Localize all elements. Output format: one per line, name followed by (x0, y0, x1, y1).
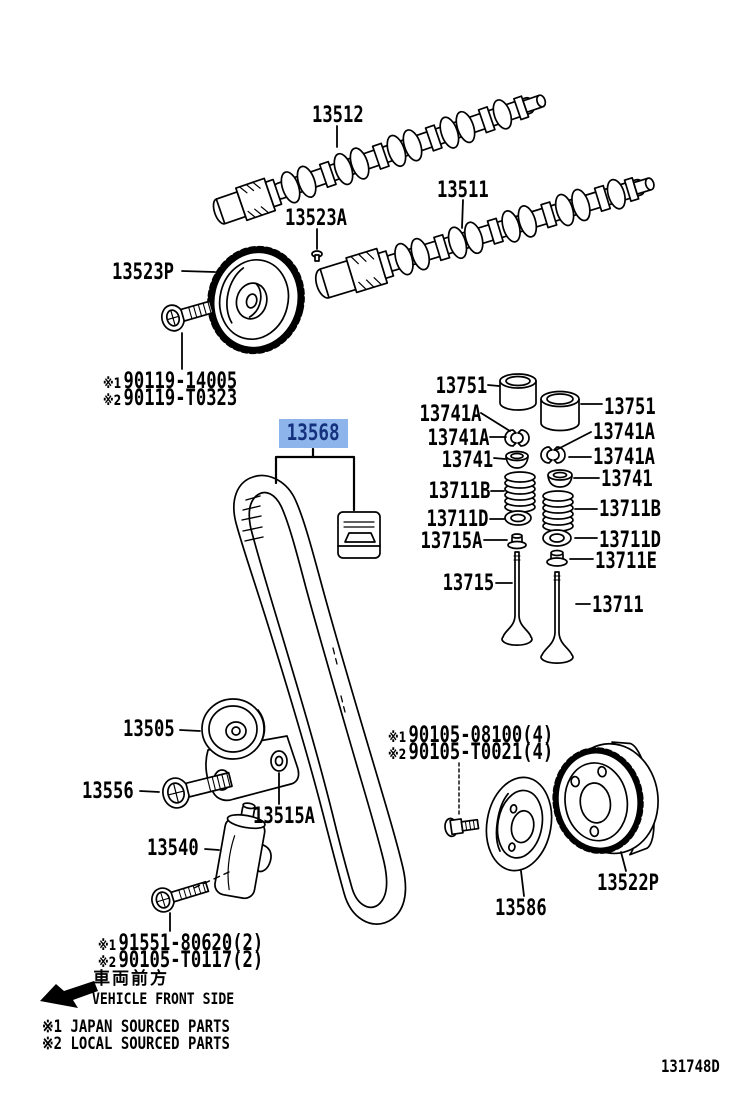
part-label-camshaft[interactable]: 13511 (437, 178, 489, 203)
vehicle-front-label-en: VEHICLE FRONT SIDE (92, 989, 235, 1008)
leader-lines (139, 125, 627, 932)
valve-lock-right-drawing[interactable] (540, 446, 566, 464)
leader-91551-dashed (193, 871, 230, 889)
valve-right-drawing[interactable] (540, 571, 574, 664)
valve-lifter-left-drawing[interactable] (499, 373, 537, 411)
part-label-retainer-right[interactable]: 13741 (601, 467, 653, 492)
vehicle-front-arrow (40, 981, 98, 1008)
source-mark: ※1 (103, 376, 122, 392)
valve-left-drawing[interactable] (501, 551, 533, 646)
source-mark: ※2 (98, 955, 117, 971)
crank-bolt-drawing[interactable] (444, 815, 480, 838)
vehicle-front-label-jp: 車両前方 (93, 969, 169, 989)
source-mark: ※1 (388, 730, 407, 746)
spring-seat-upper-right-drawing[interactable] (546, 549, 568, 567)
part-label-lifter-left[interactable]: 13751 (435, 374, 487, 399)
part-label-washer[interactable]: 13515A (253, 804, 315, 829)
crank-timing-pulley-drawing[interactable] (549, 737, 666, 864)
part-label-lifter-right[interactable]: 13751 (604, 395, 656, 420)
part-label-camshaft-no2[interactable]: 13512 (312, 103, 364, 128)
part-label-belt-highlighted[interactable]: 13568 (279, 419, 348, 448)
part-label-retainer-left[interactable]: 13741 (441, 448, 493, 473)
leader-13505 (179, 729, 201, 732)
part-label-seat-right[interactable]: 13711D (599, 528, 661, 553)
source-mark: ※2 (388, 747, 407, 763)
leader-13586 (520, 870, 525, 897)
timing-belt-drawing[interactable] (233, 474, 407, 925)
leader-13751-l (487, 384, 500, 387)
spring-seat-left-drawing[interactable] (504, 510, 532, 526)
valve-spring-right-drawing[interactable] (542, 490, 574, 532)
valve-lifter-right-drawing[interactable] (540, 390, 580, 432)
cam-pulley-bolt-drawing[interactable] (159, 294, 215, 333)
japan-sourced-note: ※1 JAPAN SOURCED PARTS (42, 1017, 230, 1037)
leader-13540 (204, 848, 220, 851)
idler-bolt-drawing[interactable] (160, 765, 234, 811)
part-label-tensioner[interactable]: 13540 (147, 836, 199, 861)
part-label-lock-left-2[interactable]: 13741A (427, 426, 489, 451)
washer-drawing[interactable] (270, 750, 288, 772)
cam-plug-drawing[interactable] (311, 250, 323, 262)
tensioner-bolt-drawing[interactable] (149, 875, 211, 915)
source-mark: ※2 (103, 393, 122, 409)
valve-lock-left-drawing[interactable] (504, 429, 530, 447)
leader-13522P (620, 851, 627, 872)
tensioner-drawing[interactable] (213, 800, 279, 902)
part-label-lock-left-1[interactable]: 13741A (419, 402, 481, 427)
part-label-crank-timing-pulley[interactable]: 13522P (597, 871, 659, 896)
source-mark: ※1 (98, 938, 117, 954)
stem-seal-left-drawing[interactable] (507, 533, 527, 550)
part-label-valve-right[interactable]: 13711 (592, 593, 644, 618)
part-label-seal-right[interactable]: 13711E (595, 549, 657, 574)
camshaft-no2-drawing[interactable] (209, 84, 550, 230)
part-label-seat-left[interactable]: 13711D (426, 507, 488, 532)
part-label-idler-bolt[interactable]: 13556 (82, 779, 134, 804)
leader-13568-bracket (274, 447, 356, 512)
part-label-plug[interactable]: 13523A (285, 206, 347, 231)
spring-retainer-right-drawing[interactable] (547, 469, 573, 488)
cam-timing-pulley-drawing[interactable] (200, 240, 312, 361)
leader-13511 (461, 199, 464, 229)
leader-13741A-r1 (555, 431, 592, 451)
camshaft-drawing[interactable] (312, 166, 659, 303)
part-label-spring-right[interactable]: 13711B (599, 497, 661, 522)
valve-spring-left-drawing[interactable] (504, 471, 536, 513)
leader-13556 (139, 790, 160, 793)
part-label-valve-left[interactable]: 13715 (442, 571, 494, 596)
spring-seat-right-drawing[interactable] (542, 529, 572, 547)
leader-13741-l (493, 457, 506, 460)
part-label-lock-right-1[interactable]: 13741A (593, 420, 655, 445)
part-label-lock-right-2[interactable]: 13741A (593, 445, 655, 470)
part-label-spring-left[interactable]: 13711B (428, 479, 490, 504)
spring-retainer-left-drawing[interactable] (505, 450, 529, 469)
leader-13741A-l1 (480, 412, 511, 432)
leader-13523P (181, 270, 216, 273)
part-label-idler[interactable]: 13505 (123, 717, 175, 742)
part-label-cam-pulley[interactable]: 13523P (112, 260, 174, 285)
belt-section-drawing[interactable] (337, 511, 381, 559)
crank-pulley-drawing[interactable] (479, 772, 558, 876)
part-label-crank-pulley[interactable]: 13586 (495, 896, 547, 921)
part-label-seal-left[interactable]: 13715A (420, 529, 482, 554)
figure-code: 131748D (661, 1057, 720, 1077)
local-sourced-note: ※2 LOCAL SOURCED PARTS (42, 1034, 230, 1054)
